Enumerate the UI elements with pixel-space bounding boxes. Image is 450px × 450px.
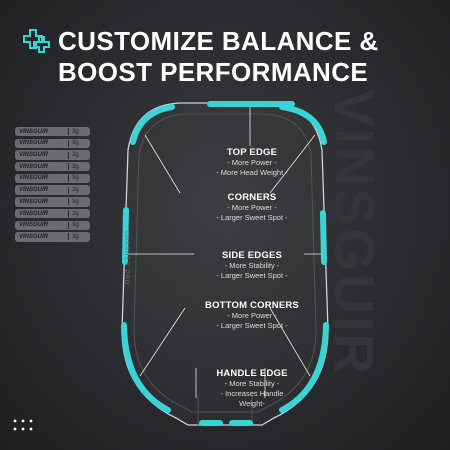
- weight-strip: VINSGUIR 3g: [15, 220, 90, 230]
- corners-right-pointer: [269, 134, 316, 194]
- weight-strip-divider: [68, 186, 69, 194]
- brand-logo-icon: [23, 29, 50, 53]
- weight-strip-brand: VINSGUIR: [19, 222, 49, 229]
- weight-strip-unit: 3g: [72, 222, 79, 229]
- title-line-1: CUSTOMIZE BALANCE &: [58, 26, 379, 56]
- weight-strip: VINSGUIR 3g: [15, 197, 90, 207]
- weight-strip-brand: VINSGUIR: [19, 152, 49, 159]
- weight-strip: VINSGUIR 3g: [15, 208, 90, 219]
- weight-zones: [121, 101, 329, 426]
- weight-strip-brand: VINSGUIR: [19, 233, 49, 240]
- top-edge-label: TOP EDGE - More Power - - More Head Weig…: [192, 147, 312, 178]
- weight-strip-brand: VINSGUIR: [19, 187, 49, 194]
- side-edges-line-2: - Larger Sweet Spot -: [216, 271, 288, 280]
- weight-strip: VINSGUIR 3g: [15, 138, 90, 149]
- weight-strip-divider: [68, 233, 69, 241]
- paddle-inner-outline: [133, 113, 317, 413]
- bottom-right-corner-zone: [279, 322, 329, 413]
- weight-strip-brand: VINSGUIR: [19, 175, 49, 182]
- weight-strip-unit: 3g: [72, 210, 79, 217]
- weight-strip-divider: [68, 163, 69, 171]
- title-line-2: BOOST PERFORMANCE: [58, 57, 369, 87]
- top-right-corner-zone: [279, 104, 327, 145]
- top-edge-line-2: - More Head Weight -: [216, 168, 288, 177]
- weight-strip: VINSGUIR 3g: [15, 127, 90, 137]
- corners-left-pointer: [144, 134, 181, 194]
- weight-strip: VINSGUIR 3g: [15, 150, 90, 160]
- weight-strip-divider: [68, 221, 69, 229]
- weight-strip-divider: [68, 151, 69, 159]
- handle-edge-line-1: - More Stability -: [224, 379, 280, 388]
- weight-strip-unit: 3g: [72, 233, 79, 240]
- weight-strip-brand: VINSGUIR: [19, 210, 49, 217]
- weight-strip-divider: [68, 139, 69, 147]
- top-left-corner-zone: [130, 104, 175, 145]
- bottom-corner-left-pointer: [139, 307, 186, 377]
- weight-strip-unit: 3g: [72, 187, 79, 194]
- weight-strip-unit: 3g: [72, 152, 79, 159]
- weight-strip-unit: 3g: [72, 140, 79, 147]
- side-edges-line-1: - More Stability -: [224, 261, 280, 270]
- weight-strip-unit: 3g: [72, 128, 79, 135]
- side-edges-heading: SIDE EDGES: [221, 250, 283, 261]
- weight-strip-divider: [68, 128, 69, 136]
- weight-strip-brand: VINSGUIR: [19, 198, 49, 205]
- paddle-model-text: SMASHER PRO: [123, 230, 129, 286]
- weight-strip: VINSGUIR 3g: [15, 162, 90, 172]
- bottom-corners-line-2: - Larger Sweet Spot -: [216, 321, 288, 330]
- left-side-zone: [122, 207, 129, 265]
- corners-line-2: - Larger Sweet Spot -: [216, 213, 288, 222]
- weight-strip-brand: VINSGUIR: [19, 163, 49, 170]
- handle-edge-line-3: Weight-: [239, 399, 265, 408]
- top-edge-heading: TOP EDGE: [226, 147, 278, 158]
- side-edges-label: SIDE EDGES - More Stability - - Larger S…: [192, 250, 312, 281]
- bottom-corner-right-pointer: [269, 307, 311, 377]
- handle-edge-heading: HANDLE EDGE: [216, 368, 288, 379]
- weight-strip-brand: VINSGUIR: [19, 128, 49, 135]
- weight-strip-divider: [68, 174, 69, 182]
- corners-label: CORNERS - More Power - - Larger Sweet Sp…: [192, 192, 312, 223]
- callout-lines: [128, 107, 322, 398]
- page-title: CUSTOMIZE BALANCE & BOOST PERFORMANCE: [58, 26, 438, 88]
- handle-edge-label: HANDLE EDGE - More Stability - - Increas…: [192, 368, 312, 409]
- bottom-corners-heading: BOTTOM CORNERS: [205, 300, 299, 311]
- weight-strip-brand: VINSGUIR: [19, 140, 49, 147]
- weight-strip-unit: 3g: [72, 175, 79, 182]
- right-side-zone: [320, 210, 327, 265]
- top-edge-line-1: - More Power -: [227, 158, 277, 167]
- handle-edge-line-2: - Increases Handle: [220, 389, 284, 398]
- bottom-left-corner-zone: [121, 322, 171, 413]
- weight-strip-unit: 3g: [72, 163, 79, 170]
- bottom-corners-line-1: - More Power -: [227, 311, 277, 320]
- weight-strip-divider: [68, 210, 69, 217]
- weight-strip: VINSGUIR 3g: [15, 232, 90, 242]
- weight-strip: VINSGUIR 3g: [15, 185, 90, 195]
- corners-line-1: - More Power -: [227, 203, 277, 212]
- weight-strip-unit: 3g: [72, 198, 79, 205]
- bottom-corners-label: BOTTOM CORNERS - More Power - - Larger S…: [182, 300, 322, 331]
- weight-strip-divider: [68, 198, 69, 206]
- corners-heading: CORNERS: [227, 192, 277, 203]
- dot-grid-icon: [13, 419, 33, 431]
- weight-strip: VINSGUIR 3g: [15, 173, 90, 184]
